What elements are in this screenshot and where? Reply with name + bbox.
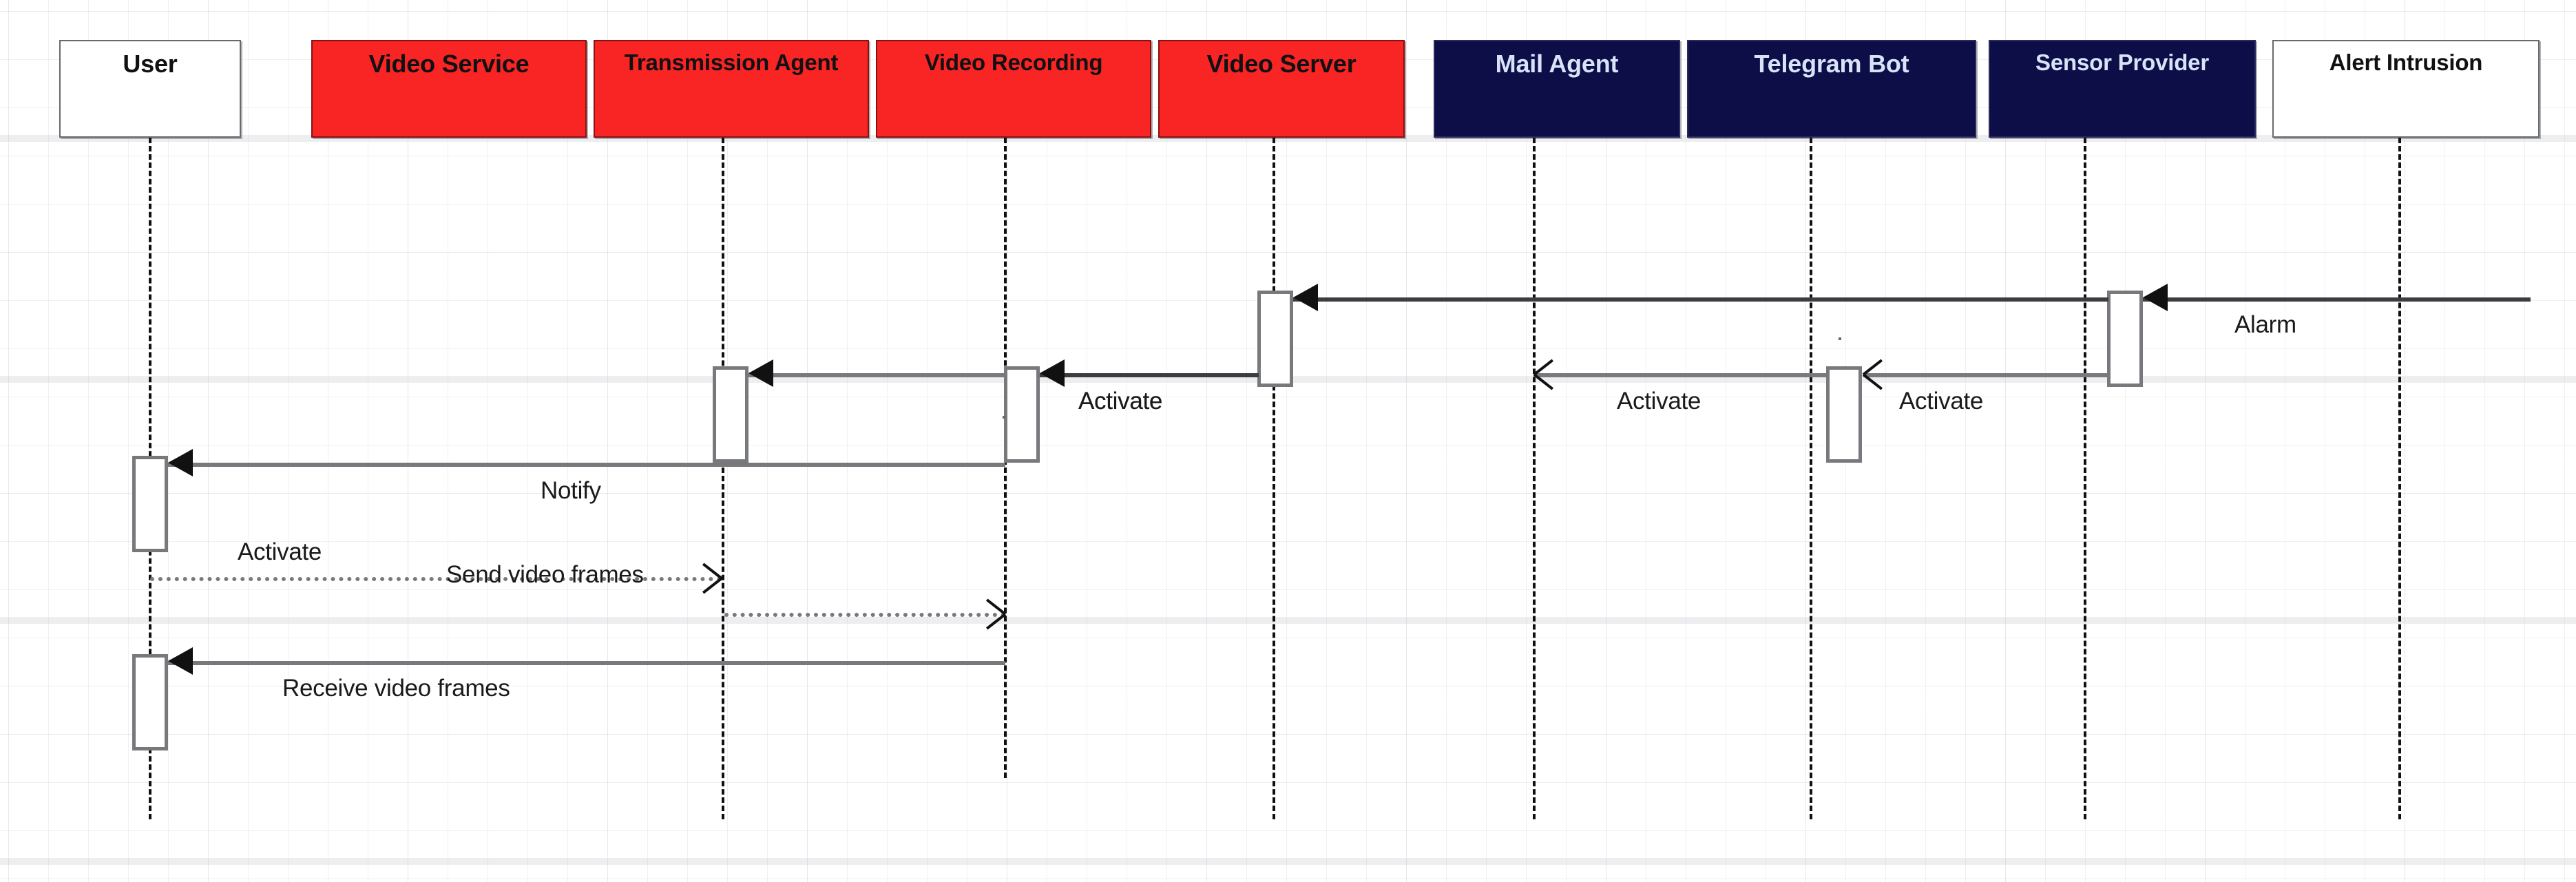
lifeline-label-alert_intrusion: Alert Intrusion [2329,50,2483,75]
lifeline-label-telegram_bot: Telegram Bot [1754,50,1909,78]
act-transmission[interactable] [713,366,748,463]
lifeline-video_server [1533,138,1536,819]
lifeline-label-sensor_provider: Sensor Provider [2035,50,2209,75]
lifeline-label-video_service: Video Service [368,50,530,78]
message-line [1534,373,1826,377]
message-label-msg-send-video-frames: Send video frames [446,561,644,588]
message-label-msg-notify: Notify [541,477,601,504]
message-line [1863,373,2108,377]
act-user-receive[interactable] [132,654,168,750]
lifeline-head-video_server[interactable]: Video Server [1158,40,1405,138]
lifeline-telegram_bot [2084,138,2086,819]
arrowhead-left-filled-icon [748,359,773,387]
message-label-msg-activate-telegram-to-mail: Activate [1617,388,1701,414]
render-speck [1003,416,1005,419]
message-label-msg-activate-videoserver-to-recording: Activate [1078,388,1163,414]
arrowhead-left-filled-icon [2143,284,2168,311]
lifeline-head-video_recording[interactable]: Video Recording [876,40,1151,138]
lifeline-label-video_recording: Video Recording [924,50,1103,75]
lifeline-head-video_service[interactable]: Video Service [311,40,587,138]
lifeline-video_recording [1273,138,1275,819]
message-line [150,577,722,581]
lifeline-alert_intrusion [2398,138,2401,819]
lifeline-label-transmission_agent: Transmission Agent [624,50,839,75]
lifeline-head-user[interactable]: User [59,40,241,138]
lifeline-head-sensor_provider[interactable]: Sensor Provider [1989,40,2256,138]
message-line [724,613,1005,617]
message-label-msg-activate-sensor-to-videoserver: Activate [1078,388,1163,414]
lifeline-head-telegram_bot[interactable]: Telegram Bot [1687,40,1976,138]
lifeline-video_service [722,138,724,819]
arrowhead-left-open-icon [1863,361,1884,386]
render-speck [1839,337,1841,340]
act-sensor-provider[interactable] [2107,291,2143,387]
arrowhead-right-open-icon [985,600,1005,625]
act-user-notify[interactable] [132,456,168,552]
arrowhead-left-filled-icon [168,449,193,476]
message-label-msg-alarm: Alarm [2234,311,2296,338]
message-line [1040,373,1259,377]
arrowhead-left-filled-icon [1293,284,1318,311]
arrowhead-left-open-icon [1534,361,1555,386]
message-label-msg-activate-sensor-to-telegram: Activate [1899,388,1984,414]
lifeline-mail_agent [1810,138,1812,819]
act-video-server[interactable] [1257,291,1293,387]
message-line [2143,297,2531,302]
message-line [1293,297,2108,302]
act-telegram-bot[interactable] [1826,366,1862,463]
message-line [168,463,1005,467]
arrowhead-left-filled-icon [168,647,193,675]
message-label-msg-activate-user-to-videoservice: Activate [238,538,322,565]
grid-band [0,617,2576,624]
message-label-msg-receive-video-frames: Receive video frames [282,675,510,702]
lifeline-label-mail_agent: Mail Agent [1495,50,1619,78]
lifeline-head-mail_agent[interactable]: Mail Agent [1434,40,1680,138]
lifeline-label-video_server: Video Server [1206,50,1357,78]
lifeline-label-user: User [123,50,178,78]
arrowhead-left-filled-icon [1040,359,1065,387]
lifeline-head-alert_intrusion[interactable]: Alert Intrusion [2272,40,2540,138]
lifeline-head-transmission_agent[interactable]: Transmission Agent [594,40,869,138]
act-video-recording[interactable] [1004,366,1040,463]
grid-band [0,858,2576,865]
message-line [748,373,1005,377]
arrowhead-right-open-icon [701,565,722,589]
message-line [168,661,1005,665]
